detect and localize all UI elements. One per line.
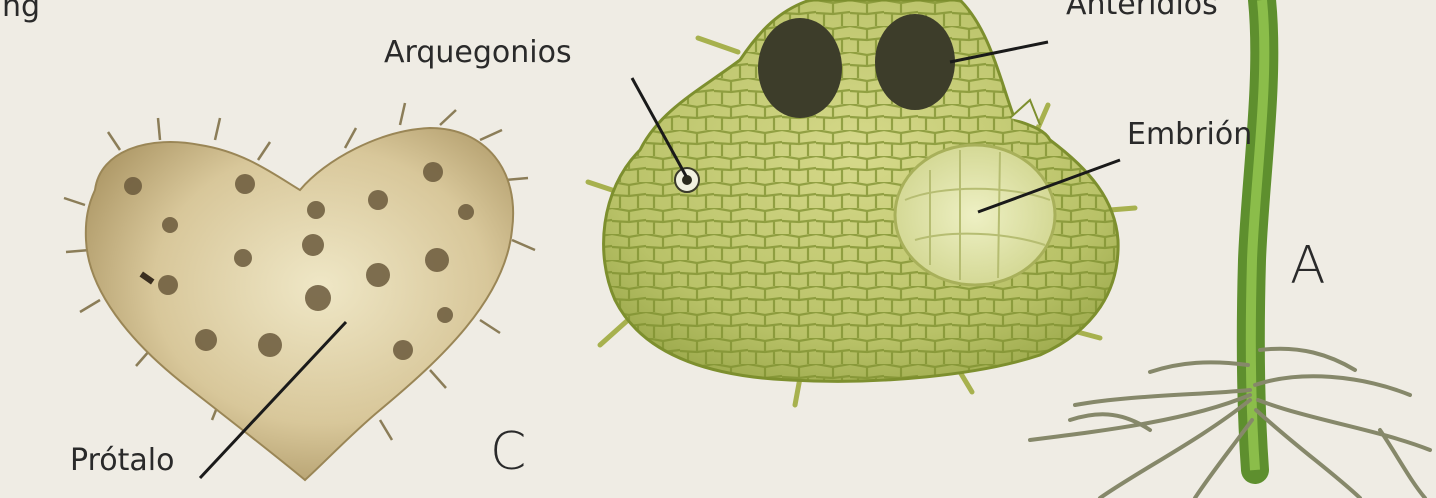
label-arquegonios: Arquegonios	[384, 38, 572, 68]
label-embrion: Embrión	[1127, 120, 1252, 150]
label-protalo: Prótalo	[70, 446, 174, 476]
embryo	[895, 145, 1055, 285]
label-anteridios: Anteridios	[1066, 0, 1218, 20]
panel-letter-c: C	[490, 426, 526, 478]
archegonium	[675, 168, 699, 192]
label-fragment-top-left: ng	[2, 0, 40, 22]
panel-letter-a: A	[1290, 240, 1326, 292]
prothallus-section	[588, 0, 1135, 405]
heart-prothallus	[64, 103, 535, 480]
